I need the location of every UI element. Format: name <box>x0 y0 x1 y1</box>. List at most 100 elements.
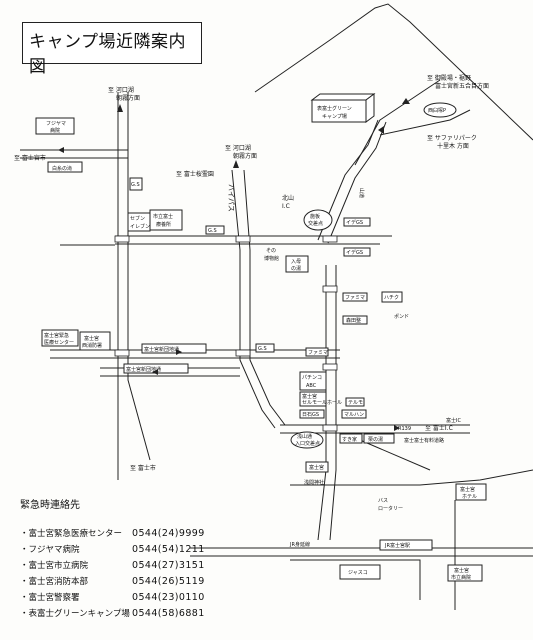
entrance-junction-oval <box>290 431 324 449</box>
contact-tel: 0544(26)5119 <box>132 575 205 587</box>
dest-asagiri-1: 朝霧方面 <box>116 94 140 102</box>
dest-safari-2: 十里木 方面 <box>437 142 469 150</box>
kitayama-ic-label-1: 北山 <box>282 194 294 202</box>
familymart1-box <box>342 292 368 302</box>
fire-station-box <box>79 331 111 351</box>
fuji-ic-place-label: 富士IC <box>446 417 461 424</box>
municipal-clinic-box <box>149 209 183 231</box>
fujiyama-hospital-label-2: 病院 <box>50 127 60 134</box>
road-camp-access <box>354 79 441 166</box>
iriyama-yu-box <box>285 255 309 273</box>
city-hospital-label-1: 富士宮 <box>454 567 469 574</box>
arrow-icon <box>176 349 182 355</box>
hachiku-box <box>381 291 403 303</box>
contact-tel: 0544(23)0110 <box>132 591 205 603</box>
mount-fuji-outline <box>254 3 533 141</box>
minobu-line-label: JR身延線 <box>289 541 310 548</box>
road-safari <box>379 109 471 136</box>
entrance-junction-label-1: 浅山通 <box>297 433 312 440</box>
sengen-shrine-label: 浅間神社 <box>304 479 324 486</box>
city-hospital-box <box>447 564 483 582</box>
contact-name: ・富士宮市立病院 <box>20 561 89 571</box>
rk-box <box>342 315 368 325</box>
contact-tel: 0544(58)6881 <box>132 607 205 619</box>
kuri-no-yu-label: 栗の湯 <box>368 436 383 443</box>
familymart1-label: ファミマ <box>345 295 365 301</box>
jusco-label: ジャスコ <box>348 570 368 576</box>
dest-fuji-sakuraba: 至 富士桜霊園 <box>176 170 214 178</box>
emergency-center-box <box>41 329 79 347</box>
junction-oval <box>303 209 333 231</box>
gs2-box <box>255 343 275 353</box>
bus-rotary-label-2: ロータリー <box>378 505 403 512</box>
termo-label: テルモ <box>348 400 363 406</box>
gs3-box <box>129 177 143 191</box>
arrow-icon <box>394 425 400 431</box>
road-bypass-2 <box>243 169 286 426</box>
fire-station-label-2: 西消防署 <box>82 342 102 349</box>
camp-box-top <box>310 93 376 101</box>
mountain-road-label: 山道 <box>358 188 365 198</box>
camp-label-1: 表富士グリーン <box>317 105 352 112</box>
koboku-label: ポンド <box>394 313 409 320</box>
camp-label-2: キャンプ場 <box>322 113 347 120</box>
contact-row: ・富士宮警察署 0544(23)0110 <box>20 589 280 605</box>
arrow-icon <box>58 147 64 153</box>
contact-name: ・表富士グリーンキャンプ場 <box>20 609 130 619</box>
danchi-road-1-box <box>141 343 207 354</box>
arrow-icon <box>402 98 410 104</box>
nishiusuzuka-p-oval <box>423 102 457 118</box>
fujiyama-hospital-box <box>35 117 75 135</box>
arrow-icon <box>378 126 384 134</box>
hotel-label-1: 富士宮 <box>460 486 475 493</box>
fujinomiya-area-label: 富士宮 <box>309 464 324 471</box>
camp-box-side <box>365 93 375 123</box>
dest-gotemba-2: 富士宮新五合目方面 <box>435 82 489 90</box>
miyagi-gs-box <box>299 409 325 419</box>
contact-name: ・フジヤマ病院 <box>20 545 80 555</box>
arrow-icon <box>233 160 239 168</box>
junction-marker <box>114 349 130 357</box>
arrow-icon <box>117 104 123 112</box>
road-jusco-block <box>290 559 421 600</box>
junction-marker <box>235 235 251 243</box>
ide-gs-box <box>343 217 371 227</box>
contact-tel: 0544(24)9999 <box>132 527 205 539</box>
arrow-icon <box>152 369 158 375</box>
familymart2-label: ファミマ <box>308 350 328 356</box>
museum-label-2: 博物館 <box>264 255 279 262</box>
dest-safari: 至 サファリパーク <box>427 135 477 142</box>
contact-name: ・富士宮警察署 <box>20 593 80 603</box>
fujinomiya-area-box <box>305 461 329 473</box>
road-fuji-yuryo <box>359 439 431 471</box>
ide-gs-label: イデGS <box>346 219 363 226</box>
junction-marker <box>114 235 130 243</box>
city-hospital-label-2: 市立病院 <box>451 574 471 581</box>
dest-gotemba: 至 御殿場・裾野 <box>427 74 471 82</box>
station-label: JR富士宮駅 <box>384 542 410 549</box>
road-west-2 <box>127 92 151 461</box>
pachinko-box <box>299 371 327 391</box>
hotel-label-2: ホテル <box>462 494 477 500</box>
pachinko-label-2: ABC <box>306 383 317 389</box>
junction-marker <box>322 285 338 293</box>
familymart2-box <box>305 347 329 357</box>
gs1-label: G.S <box>208 228 217 234</box>
contact-name: ・富士宮消防本部 <box>20 577 89 587</box>
maruhan-label: マルハン <box>344 412 364 418</box>
gs3-label: G.S <box>131 182 140 188</box>
fuji-sei-box <box>299 391 327 407</box>
fuji-sei-label-1: 富士宮 <box>302 393 317 400</box>
shiraito-falls-label: 白糸の滝 <box>52 165 72 172</box>
ide-gs2-label: イデGS <box>346 249 363 256</box>
ide-gs2-box <box>343 247 371 257</box>
gs2-label: G.S <box>258 346 267 352</box>
contact-row: ・富士宮消防本部 0544(26)5119 <box>20 573 280 589</box>
road-station-h <box>290 469 533 486</box>
